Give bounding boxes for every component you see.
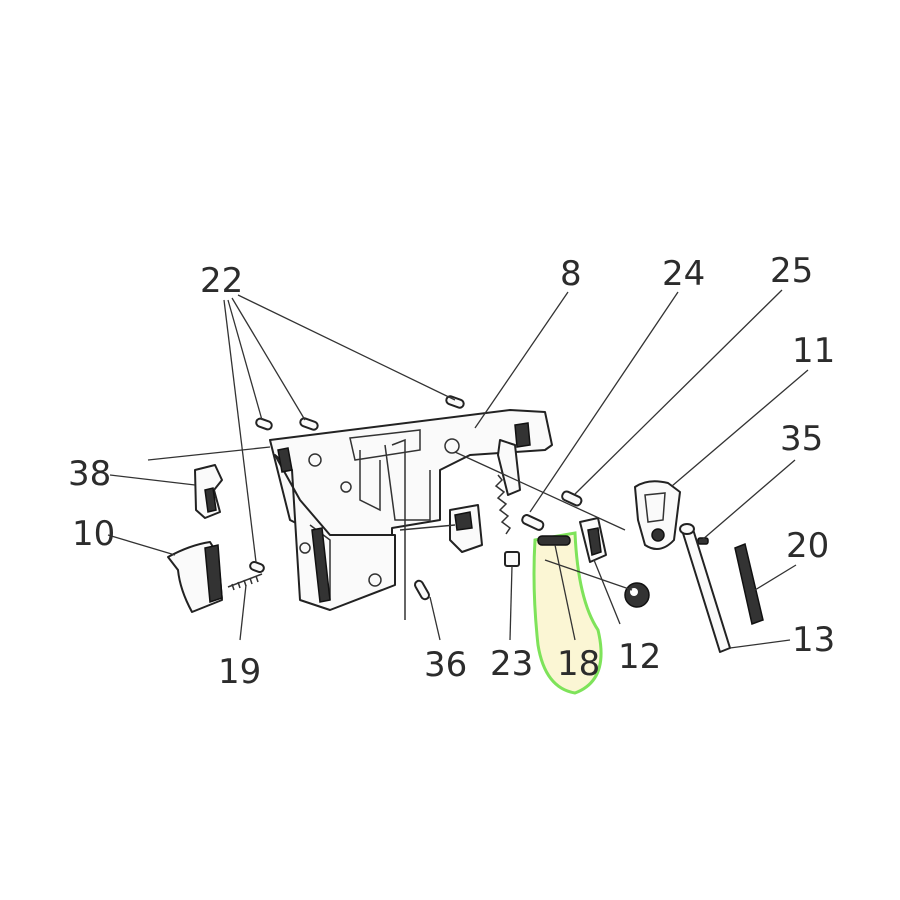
part-20-spring	[734, 542, 764, 625]
label-13: 13	[792, 620, 835, 660]
label-24: 24	[662, 254, 705, 294]
leader-lines	[107, 289, 809, 649]
part-35	[697, 537, 709, 545]
label-8: 8	[560, 254, 582, 294]
label-10: 10	[72, 514, 115, 554]
part-25-pin	[561, 490, 583, 507]
label-36: 36	[424, 645, 467, 685]
part-23	[504, 551, 520, 567]
label-12: 12	[618, 637, 661, 677]
part-36-pin	[414, 579, 430, 601]
part-10-trigger	[167, 541, 223, 613]
label-18: 18	[557, 644, 600, 684]
label-35: 35	[780, 419, 823, 459]
part-12	[579, 517, 650, 608]
part-18	[537, 535, 571, 546]
label-23: 23	[490, 644, 533, 684]
part-19-spring	[227, 573, 263, 591]
part-22-pins	[249, 395, 465, 574]
part-24-spring	[494, 474, 512, 535]
label-38: 38	[68, 454, 111, 494]
label-11: 11	[792, 331, 835, 371]
part-11	[634, 480, 681, 550]
part-38	[194, 464, 223, 519]
highlight-part-18[interactable]	[532, 531, 603, 695]
part-24-pin	[521, 514, 545, 531]
label-19: 19	[218, 652, 261, 692]
label-22: 22	[200, 261, 243, 301]
label-25: 25	[770, 251, 813, 291]
label-20: 20	[786, 526, 829, 566]
part-8-frame-assembly	[269, 409, 553, 620]
